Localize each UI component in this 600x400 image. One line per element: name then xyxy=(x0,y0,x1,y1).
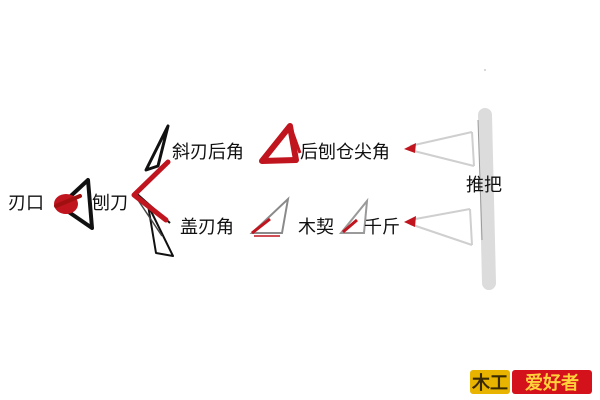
blade-connector-line-2 xyxy=(135,196,163,237)
lower-arrow-head xyxy=(404,216,416,227)
logo-text-a: 木工 xyxy=(471,372,508,394)
blade-red-chevron xyxy=(131,159,171,223)
label-edge: 刃口 xyxy=(8,193,44,214)
label-plane-blade: 刨刀 xyxy=(92,193,128,214)
logo-red-block xyxy=(512,370,592,394)
lower-bracket-bottom-line xyxy=(409,223,473,246)
push-handle-edge xyxy=(477,119,483,241)
upper-arrow-head xyxy=(404,143,416,153)
logo-gold-block xyxy=(470,370,510,394)
upper-bracket-top-line xyxy=(409,131,473,147)
lower-bracket-top-line xyxy=(409,208,471,221)
bevel-angle-triangle xyxy=(259,123,299,164)
upper-bracket-bottom-line xyxy=(409,149,475,167)
label-bevel-back-angle: 斜刃后角 xyxy=(172,142,244,163)
bevel-angle-tick xyxy=(289,127,302,154)
edge-red-stroke xyxy=(54,194,82,208)
label-rear-plane-pocket-angle: 后刨仓尖角 xyxy=(300,142,390,163)
edge-black-triangle xyxy=(58,178,94,230)
stray-dot xyxy=(484,69,486,71)
blade-upper-triangle xyxy=(144,124,170,172)
logo-text-b: 爱好者 xyxy=(525,372,579,394)
label-wedge: 木契 xyxy=(298,217,334,238)
push-handle-bar xyxy=(478,108,496,290)
cap-iron-red-edge xyxy=(251,217,271,235)
wedge-red-edge xyxy=(342,218,358,234)
label-push-handle: 推把 xyxy=(466,175,502,196)
blade-lower-triangle xyxy=(147,204,174,257)
upper-bracket-side-line xyxy=(471,131,475,167)
label-cap-iron-angle: 盖刃角 xyxy=(180,217,234,238)
wedge-triangle xyxy=(338,197,369,234)
site-logo: 木工 爱好者 xyxy=(470,370,592,394)
cap-iron-triangle xyxy=(249,196,290,234)
lower-bracket-side-line xyxy=(469,208,473,246)
label-thousand-jin: 千斤 xyxy=(364,217,400,238)
